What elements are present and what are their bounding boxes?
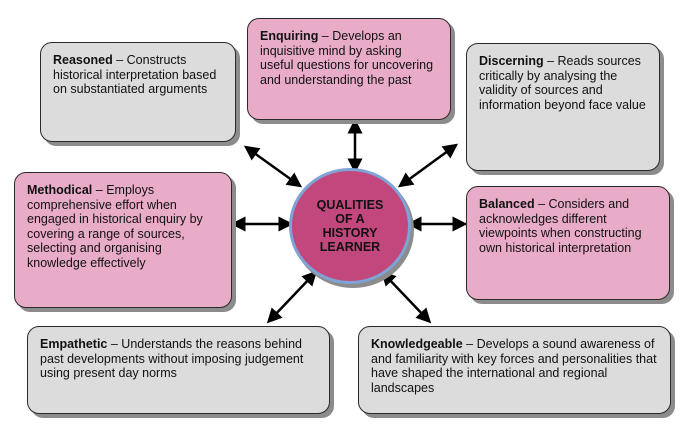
quality-term: Balanced [479, 197, 535, 211]
quality-term: Empathetic [40, 337, 108, 351]
arrow-reasoned [243, 145, 303, 188]
quality-box-reasoned: Reasoned – Constructs historical interpr… [40, 42, 236, 142]
quality-term: Discerning [479, 54, 544, 68]
quality-description: Employs comprehensive effort when engage… [27, 183, 203, 270]
quality-description: Reads sources critically by analysing th… [479, 54, 646, 112]
arrow-empathetic [266, 270, 318, 324]
term-separator: – [112, 53, 127, 67]
quality-term: Enquiring [260, 29, 319, 43]
quality-box-methodical: Methodical – Employs comprehensive effor… [14, 172, 232, 308]
quality-box-knowledgeable: Knowledgeable – Develops a sound awarene… [358, 326, 671, 414]
quality-box-empathetic: Empathetic – Understands the reasons beh… [27, 326, 330, 414]
quality-description: Constructs historical interpretation bas… [53, 53, 217, 96]
arrow-knowledgeable [380, 270, 432, 324]
hub-label: QUALITIES OF A HISTORY LEARNER [316, 198, 384, 254]
arrow-discerning [397, 143, 459, 188]
quality-description: Understands the reasons behind past deve… [40, 337, 304, 380]
central-hub: QUALITIES OF A HISTORY LEARNER [289, 168, 411, 284]
quality-description: Develops an inquisitive mind by asking u… [260, 29, 434, 87]
term-separator: – [92, 183, 107, 197]
quality-box-enquiring: Enquiring – Develops an inquisitive mind… [247, 18, 451, 120]
quality-term: Knowledgeable [371, 337, 463, 351]
quality-description: Considers and acknowledges different vie… [479, 197, 642, 255]
term-separator: – [462, 337, 477, 351]
quality-description: Develops a sound awareness of and famili… [371, 337, 657, 395]
quality-box-discerning: Discerning – Reads sources critically by… [466, 43, 660, 171]
term-separator: – [107, 337, 122, 351]
term-separator: – [318, 29, 333, 43]
quality-term: Reasoned [53, 53, 113, 67]
term-separator: – [543, 54, 558, 68]
quality-box-balanced: Balanced – Considers and acknowledges di… [466, 186, 670, 300]
quality-term: Methodical [27, 183, 93, 197]
term-separator: – [534, 197, 549, 211]
